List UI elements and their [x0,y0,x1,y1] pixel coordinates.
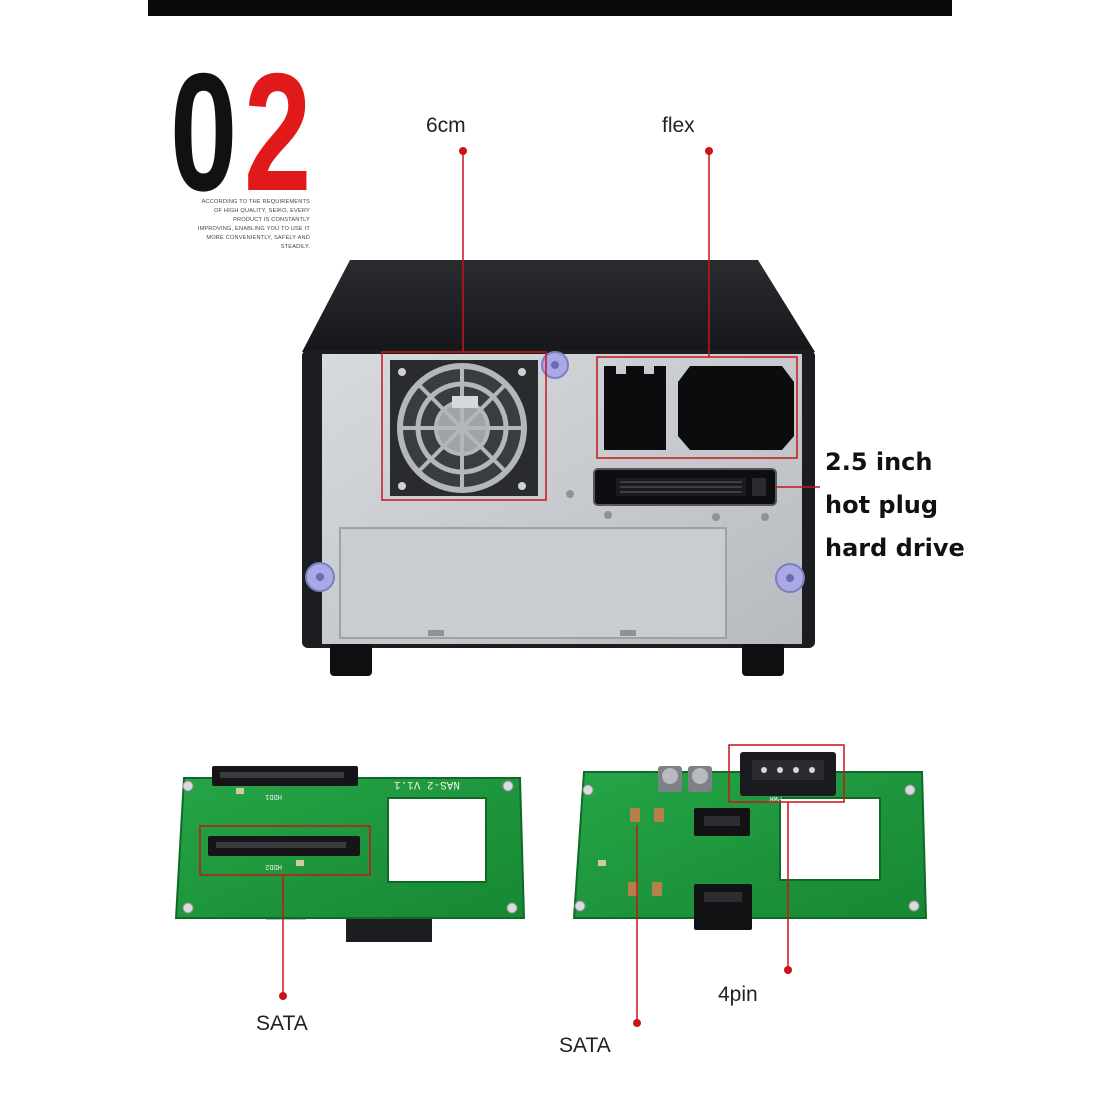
callout-frame-power [728,744,845,803]
label-fan-size: 6cm [426,114,466,137]
adapter-board-left [174,766,526,942]
label-psu-type: flex [662,114,695,137]
callout-frame-left-sata [199,825,371,876]
adapter-board-right [572,752,928,930]
tagline: ACCORDING TO THE REQUIREMENTS OF HIGH QU… [190,198,310,252]
fan-icon [390,360,538,496]
callout-frames [199,351,845,876]
section-number-second: 2 [244,38,311,226]
callout-dot [279,992,287,1000]
callout-dot [459,147,467,155]
tagline-line: STEADILY. [280,244,310,250]
callout-dot [784,966,792,974]
psu-opening [604,360,794,450]
tagline-line: PRODUCT IS CONSTANTLY [233,217,310,223]
callout-dot [633,1019,641,1027]
callout-dot [705,147,713,155]
tagline-line: ACCORDING TO THE REQUIREMENTS [201,199,310,205]
silk-pwr: PWR [769,794,782,802]
tagline-line: IMPROVING, ENABLING YOU TO USE IT [197,226,310,232]
section-number-first: 0 [170,38,237,226]
callout-leaders [279,147,820,1027]
label-right-sata: SATA [559,1034,611,1057]
tagline-line: MORE CONVENIENTLY, SAFELY AND [206,235,310,241]
label-left-sata: SATA [256,1012,308,1035]
label-drive-line3: hard drive [825,534,965,562]
label-drive-bay: 2.5 inch hot plug hard drive [825,441,965,570]
callout-frame-fan [381,351,547,501]
label-drive-line2: hot plug [825,491,939,519]
callout-frame-psu [596,356,798,459]
silk-board-version: NAS-2 V1.1 [394,778,460,790]
label-power-4pin: 4pin [718,983,758,1006]
tagline-line: OF HIGH QUALITY, SEIKO, EVERY [213,208,310,214]
silk-hdd1: HDD1 [265,792,282,800]
drive-bay [593,468,777,506]
label-drive-line1: 2.5 inch [825,448,933,476]
silk-hdd2: HDD2 [265,862,282,870]
top-bar [148,0,952,16]
